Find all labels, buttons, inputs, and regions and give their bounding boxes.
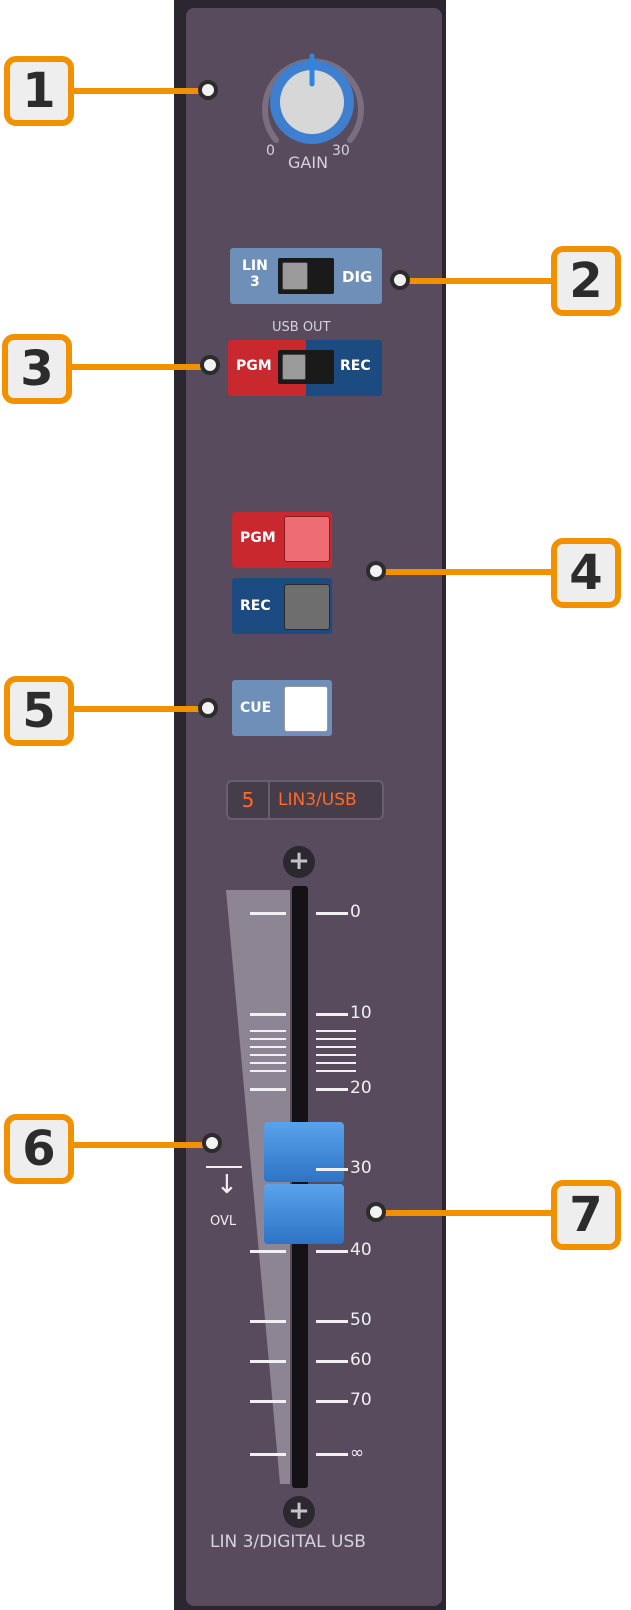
- fader-scale-label: 50: [350, 1310, 372, 1330]
- input-switch-knob: [282, 262, 308, 290]
- fader-minor-tick: [316, 1062, 356, 1064]
- fader-tick-left: [250, 1250, 286, 1253]
- fader-tick-right: [316, 1013, 348, 1016]
- callout-6-line: [70, 1142, 206, 1148]
- callout-4-line: [384, 569, 554, 575]
- fader-tick-left: [250, 1400, 286, 1403]
- fader-minor-tick: [316, 1046, 356, 1048]
- fader-minor-tick: [250, 1030, 286, 1032]
- usb-out-pgm-label: PGM: [236, 358, 272, 374]
- fader-tick-left: [250, 912, 286, 915]
- callout-1-line: [70, 88, 204, 94]
- callout-2-dot: [390, 270, 410, 290]
- gain-knob[interactable]: [254, 44, 364, 154]
- rec-bus-label: REC: [240, 598, 271, 614]
- fader-scale-label: 70: [350, 1390, 372, 1410]
- channel-display: 5 LIN3/USB: [226, 780, 384, 820]
- fader-tick-left: [250, 1088, 286, 1091]
- input-switch-right-label: DIG: [342, 268, 373, 286]
- fader-scale-label: 20: [350, 1078, 372, 1098]
- fader-tick-right: [316, 1250, 348, 1253]
- callout-3-dot: [200, 355, 220, 375]
- fader-tick-left: [250, 1360, 286, 1363]
- fader-minor-tick: [316, 1054, 356, 1056]
- callout-5: 5: [4, 676, 74, 746]
- fader-tick-right: [316, 1088, 348, 1091]
- channel-number: 5: [228, 782, 270, 818]
- ovl-arrow-icon: ↓: [216, 1170, 238, 1200]
- fader-tick-right: [316, 912, 348, 915]
- fader-scale-label: 40: [350, 1240, 372, 1260]
- fader-bottom-screw: +: [283, 1496, 315, 1528]
- fader-cap-top: [264, 1122, 344, 1182]
- fader-minor-tick: [316, 1030, 356, 1032]
- fader-minor-tick: [250, 1070, 286, 1072]
- input-switch-lin: LIN: [242, 258, 268, 274]
- callout-6: 6: [4, 1114, 74, 1184]
- fader-tick-right: [316, 1320, 348, 1323]
- callout-4: 4: [551, 538, 621, 608]
- callout-7-dot: [366, 1202, 386, 1222]
- fader-minor-tick: [316, 1070, 356, 1072]
- callout-3-line: [68, 364, 206, 370]
- fader-minor-tick: [250, 1062, 286, 1064]
- usb-out-knob: [282, 354, 306, 380]
- fader-scale-label: 0: [350, 902, 361, 922]
- callout-6-dot: [202, 1133, 222, 1153]
- callout-1-dot: [198, 80, 218, 100]
- callout-7-line: [384, 1210, 554, 1216]
- channel-name: LIN3/USB: [278, 790, 357, 810]
- gain-min-label: 0: [266, 143, 275, 159]
- fader-cap[interactable]: [264, 1122, 344, 1244]
- fader-minor-tick: [250, 1046, 286, 1048]
- usb-out-toggle[interactable]: [278, 350, 334, 384]
- fader-minor-tick: [316, 1038, 356, 1040]
- cue-led-face[interactable]: [284, 686, 328, 732]
- fader-top-screw: +: [283, 846, 315, 878]
- ovl-label: OVL: [210, 1214, 237, 1229]
- usb-out-heading: USB OUT: [272, 320, 331, 335]
- pgm-bus-led-face[interactable]: [284, 516, 330, 562]
- gain-label: GAIN: [288, 153, 329, 172]
- usb-out-rec-label: REC: [340, 358, 371, 374]
- gain-max-label: 30: [332, 143, 350, 159]
- fader-tick-left: [250, 1320, 286, 1323]
- fader-scale-label: 10: [350, 1003, 372, 1023]
- callout-5-line: [70, 706, 202, 712]
- fader-scale-label: ∞: [350, 1443, 365, 1463]
- callout-3: 3: [2, 334, 72, 404]
- fader-tick-right: [316, 1453, 348, 1456]
- fader-cap-bottom: [264, 1184, 344, 1244]
- fader-tick-right: [316, 1400, 348, 1403]
- ovl-line: [206, 1166, 242, 1168]
- callout-5-dot: [198, 698, 218, 718]
- callout-1: 1: [4, 56, 74, 126]
- fader-tick-left: [250, 1013, 286, 1016]
- fader-tick-right: [316, 1168, 348, 1171]
- callout-2: 2: [551, 246, 621, 316]
- fader-scale-label: 60: [350, 1350, 372, 1370]
- callout-4-dot: [366, 561, 386, 581]
- pgm-bus-label: PGM: [240, 530, 276, 546]
- callout-2-line: [404, 278, 554, 284]
- fader-minor-tick: [250, 1038, 286, 1040]
- gain-cap: [280, 70, 344, 134]
- fader-minor-tick: [250, 1054, 286, 1056]
- fader-tick-left: [250, 1453, 286, 1456]
- input-switch-lin-num: 3: [250, 274, 260, 290]
- channel-footer-label: LIN 3/DIGITAL USB: [210, 1532, 366, 1552]
- input-switch-left-label: LIN 3: [242, 258, 268, 290]
- rec-bus-led-face[interactable]: [284, 584, 330, 630]
- cue-label: CUE: [240, 700, 272, 716]
- fader-tick-right: [316, 1360, 348, 1363]
- input-switch-toggle[interactable]: [278, 258, 334, 294]
- fader-scale-label: 30: [350, 1158, 372, 1178]
- callout-7: 7: [551, 1180, 621, 1250]
